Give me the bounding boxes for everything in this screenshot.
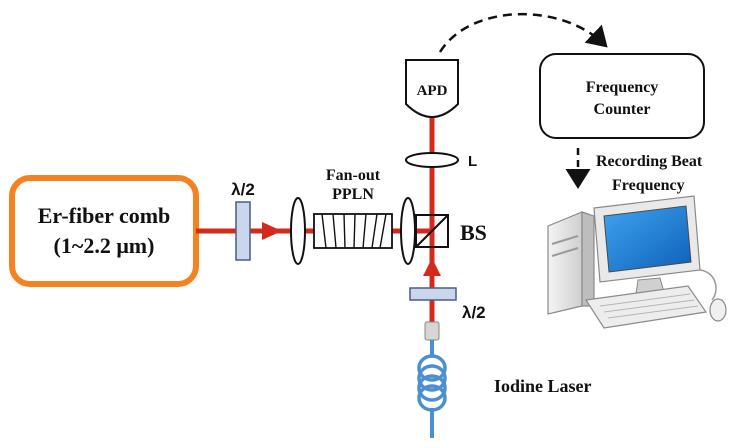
beam-splitter-diagonal (415, 214, 449, 248)
beam-arrow-right (262, 222, 282, 240)
frequency-counter-box (539, 53, 705, 139)
half-wave-plate-vertical (409, 287, 457, 301)
beam-arrow-up (423, 258, 441, 276)
ppln-crystal (313, 213, 393, 249)
lens-l (405, 152, 459, 168)
computer-icon (547, 195, 727, 329)
counter-label-line2: Counter (594, 101, 651, 118)
lens-1 (290, 197, 306, 265)
fiber-coupler (424, 321, 440, 341)
beam-splitter-label: BS (460, 220, 487, 245)
counter-label-line1: Frequency (586, 79, 659, 96)
comb-box (9, 175, 199, 287)
ppln-gratings (321, 213, 387, 249)
comb-label-line1: Er-fiber comb (38, 203, 171, 228)
recording-label-line1: Recording Beat (596, 153, 703, 170)
lens-2 (400, 197, 416, 265)
half-wave-label-top: λ/2 (231, 180, 255, 199)
lens-l-label: L (468, 153, 477, 170)
iodine-laser-label: Iodine Laser (494, 376, 592, 396)
ppln-label-line1: Fan-out (326, 167, 381, 184)
comb-label-line2: (1~2.2 μm) (54, 233, 155, 258)
apd-label: APD (417, 83, 448, 99)
dashed-arrow (438, 12, 608, 53)
half-wave-label-bottom: λ/2 (462, 303, 486, 322)
apd-detector (405, 59, 459, 118)
half-wave-plate-horizontal (235, 201, 251, 261)
ppln-label-line2: PPLN (332, 186, 374, 203)
fiber-coil-icon (417, 354, 447, 412)
beam-splitter (415, 214, 449, 248)
recording-label-line2: Frequency (612, 177, 685, 194)
